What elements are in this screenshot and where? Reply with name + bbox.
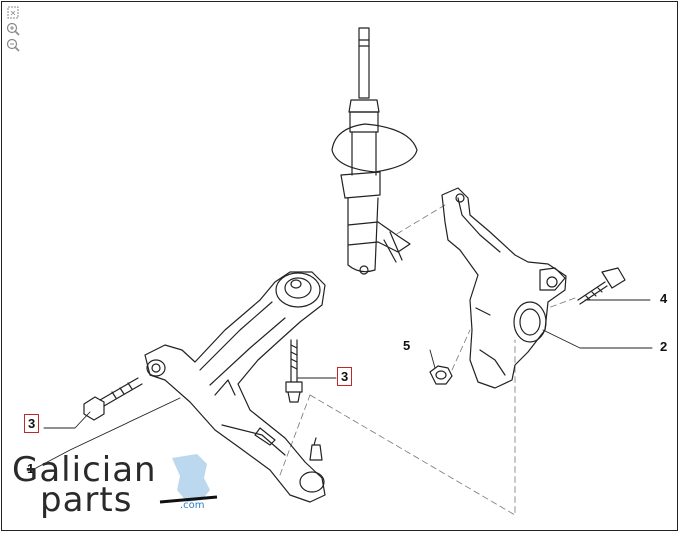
callout-3-left[interactable]: 3 (24, 414, 40, 433)
logo-text-line1: Galician (12, 450, 157, 490)
callout-4-label: 4 (660, 291, 668, 306)
callout-3-left-label: 3 (28, 416, 36, 431)
assembly-dashed-lines (279, 204, 576, 516)
callout-3-center-label: 3 (341, 369, 349, 384)
zoom-in-icon[interactable] (6, 22, 21, 36)
callout-3-center[interactable]: 3 (337, 367, 353, 386)
callout-leader-lines (35, 299, 653, 469)
zoom-out-icon[interactable] (6, 38, 21, 52)
bolt-part-3-horizontal (83, 377, 143, 421)
callout-1[interactable]: 1 (27, 462, 34, 475)
steering-knuckle (441, 187, 567, 389)
bolt-part-4 (577, 267, 626, 305)
logo-suffix: .com (180, 500, 205, 511)
callout-2-label: 2 (660, 339, 668, 354)
bolt-part-3-vertical (285, 339, 303, 403)
strut-assembly (331, 27, 418, 275)
callout-5[interactable]: 5 (403, 339, 410, 352)
fit-page-icon[interactable] (6, 6, 21, 20)
lower-control-arm (144, 271, 326, 503)
logo-map-shape (159, 454, 218, 504)
callout-4[interactable]: 4 (660, 292, 667, 305)
nut-part-5 (429, 365, 453, 385)
galician-parts-logo: Galician parts .com (12, 450, 222, 520)
callout-5-label: 5 (403, 338, 411, 353)
callout-2[interactable]: 2 (660, 340, 667, 353)
logo-text-line2: parts (40, 480, 133, 520)
callout-1-label: 1 (27, 461, 35, 476)
